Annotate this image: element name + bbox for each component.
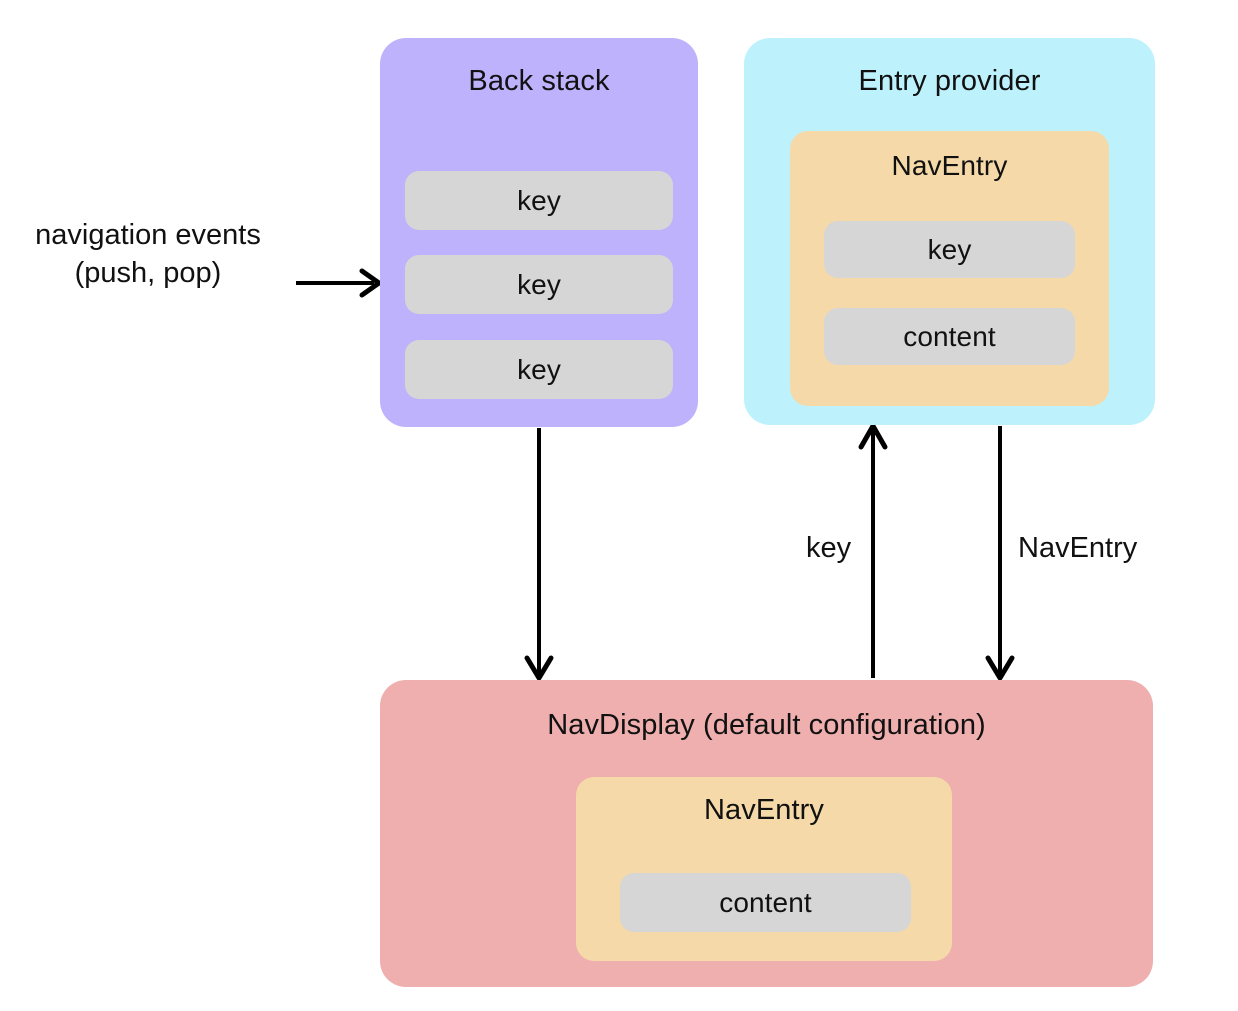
nav-display-content-slot[interactable]: content — [620, 873, 911, 932]
back-stack-key-item[interactable]: key — [405, 171, 673, 230]
entry-provider-key-slot[interactable]: key — [824, 221, 1075, 278]
edge-label-navigation-events-line2: (push, pop) — [74, 257, 222, 289]
nav-display-nav-entry[interactable]: NavEntry content — [576, 777, 952, 961]
entry-provider-nav-entry[interactable]: NavEntry key content — [790, 131, 1109, 406]
arrow-key-up-icon — [858, 423, 888, 678]
back-stack-title: Back stack — [468, 65, 610, 97]
edge-label-naventry: NavEntry — [1018, 532, 1138, 564]
entry-provider-container[interactable]: Entry provider NavEntry key content — [744, 38, 1155, 425]
back-stack-key-item[interactable]: key — [405, 255, 673, 314]
edge-label-navigation-events-line1: navigation events — [35, 219, 261, 251]
arrow-navigation-events-icon — [296, 268, 382, 298]
arrow-back-stack-to-nav-display-icon — [524, 428, 554, 681]
nav-display-nav-entry-title: NavEntry — [703, 794, 825, 826]
edge-label-navigation-events: navigation events (push, pop) — [10, 216, 286, 292]
arrow-naventry-down-icon — [985, 426, 1015, 681]
back-stack-key-item[interactable]: key — [405, 340, 673, 399]
entry-provider-title: Entry provider — [858, 65, 1041, 97]
entry-provider-nav-entry-title: NavEntry — [891, 150, 1008, 181]
nav-display-container[interactable]: NavDisplay (default configuration) NavEn… — [380, 680, 1153, 987]
back-stack-container[interactable]: Back stack key key key — [380, 38, 698, 427]
nav-display-title: NavDisplay (default configuration) — [547, 709, 986, 741]
entry-provider-content-slot[interactable]: content — [824, 308, 1075, 365]
edge-label-key: key — [806, 532, 852, 564]
